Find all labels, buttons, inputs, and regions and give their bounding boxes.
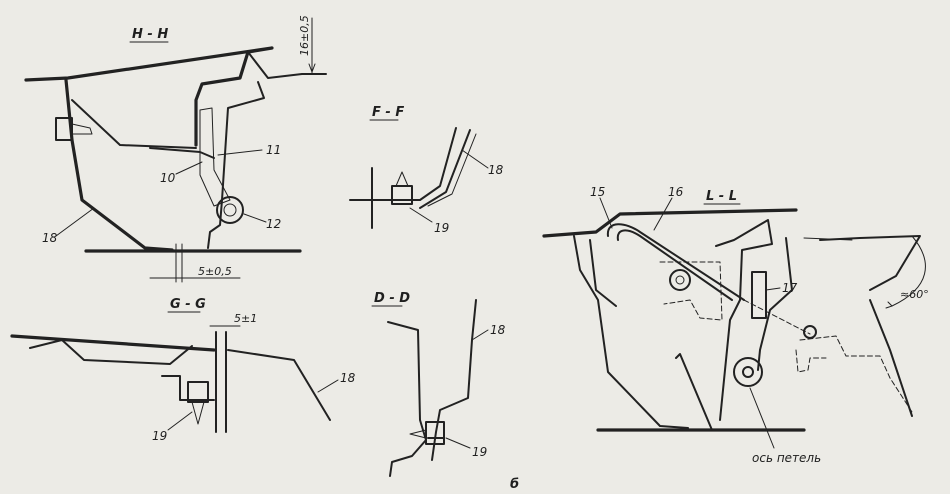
ll-right-panel-lower	[803, 237, 853, 241]
section-h-h: H - H 16±0,5 5±0,5 18 10 11	[24, 15, 327, 283]
dd-callout-18: 18	[490, 323, 506, 337]
hh-reinforcement	[199, 107, 231, 207]
section-d-d: D - D 18 19	[371, 291, 506, 477]
ll-hinge-bracket	[659, 261, 723, 321]
ff-horizontal-plate	[349, 127, 457, 201]
gg-callout-18: 18	[340, 371, 356, 385]
gg-bracket	[161, 375, 215, 401]
ll-link-joint	[803, 325, 817, 339]
hh-bolt-shank	[71, 123, 93, 135]
ll-leader-15	[599, 197, 613, 229]
ll-right-frame	[757, 237, 793, 371]
dd-leader-19	[445, 437, 471, 449]
ll-angle-arrow	[885, 301, 893, 309]
ll-left-wall	[573, 235, 689, 429]
ll-callout-15: 15	[590, 185, 605, 199]
figure-letter: б	[510, 477, 519, 492]
dd-right-profile	[431, 299, 477, 461]
gg-recess	[29, 339, 193, 365]
ll-striker	[751, 271, 767, 319]
gg-leader-19	[167, 411, 193, 431]
hh-left-wall	[64, 78, 174, 252]
hh-hinge-pin-core	[223, 203, 237, 217]
gg-callout-19: 19	[152, 429, 167, 443]
ll-right-panel	[819, 235, 921, 291]
hh-callout-11: 11	[266, 143, 281, 157]
hh-inner-floor	[71, 99, 197, 149]
hh-leader-18	[55, 207, 95, 237]
section-g-g: G - G 5±1 18 19	[10, 297, 356, 443]
hh-callout-18: 18	[42, 231, 58, 245]
ll-hinge-axis	[733, 357, 763, 387]
section-h-h-title: H - H	[132, 27, 168, 42]
hh-outer-panel	[24, 46, 274, 147]
gg-fastener-tip	[191, 401, 205, 425]
section-f-f: F - F 18 19	[349, 105, 504, 235]
ll-center-frame	[715, 219, 773, 421]
gg-dim: 5±1	[234, 312, 257, 325]
ll-hinge-axis-core	[742, 366, 754, 378]
hh-hinge-pin	[216, 196, 244, 224]
ll-top-panel	[542, 208, 798, 238]
hh-leader-10	[175, 161, 203, 175]
ff-outer-panel	[419, 129, 471, 209]
hh-right-step	[207, 81, 265, 249]
section-l-l-title: L - L	[706, 189, 737, 204]
ff-leader-19	[409, 207, 433, 223]
ff-fastener-tip	[395, 171, 409, 187]
dd-callout-19: 19	[472, 445, 487, 459]
section-f-f-title: F - F	[372, 105, 404, 120]
hh-leader-12	[243, 213, 267, 223]
ff-callout-18: 18	[488, 163, 504, 177]
ll-link-rod	[743, 299, 811, 335]
ll-open-door	[799, 335, 913, 413]
ll-open-door-frame	[795, 349, 827, 373]
ll-hinge-arm	[606, 223, 745, 301]
gg-top-panel	[10, 334, 216, 352]
section-l-l: L - L 17 ось петель 15 1	[542, 185, 929, 465]
ll-left-wall-inner	[589, 239, 617, 307]
ll-axis-bracket	[675, 353, 713, 431]
ll-leader-axis	[749, 387, 775, 449]
ll-angle: ≈60°	[900, 288, 929, 301]
gg-fastener	[187, 381, 209, 403]
hh-dim-top-arrow	[308, 63, 316, 73]
dd-leader-18	[471, 329, 489, 341]
hh-callout-12: 12	[266, 217, 281, 231]
ll-callout-17: 17	[782, 281, 798, 295]
gg-right-panel	[227, 349, 331, 421]
ff-callout-19: 19	[434, 221, 449, 235]
ll-hinge-arm-2	[616, 229, 733, 301]
ll-hinge-axis-label: ось петель	[752, 451, 821, 465]
ll-leader-17	[765, 287, 781, 291]
hh-dim-top: 16±0,5	[298, 15, 311, 56]
ll-hinge-pivot-core	[675, 275, 685, 285]
hh-hatched-bar	[149, 147, 215, 159]
ll-hinge-pivot	[669, 269, 691, 291]
hh-upper-step	[247, 51, 327, 79]
hh-callout-10: 10	[160, 171, 176, 185]
section-g-g-title: G - G	[170, 297, 206, 312]
ll-callout-16: 16	[668, 185, 684, 199]
dd-fastener	[425, 421, 445, 445]
gg-leader-18	[317, 379, 339, 393]
ff-leader-18	[461, 149, 489, 169]
section-d-d-title: D - D	[374, 291, 410, 306]
ll-far-right	[869, 299, 913, 417]
dd-left-profile	[387, 321, 427, 477]
dd-fastener-tip	[409, 429, 427, 439]
ll-angle-arc	[891, 235, 926, 307]
hh-leader-11	[217, 149, 263, 156]
hh-bolt-head	[55, 117, 73, 141]
hh-dim-bottom: 5±0,5	[198, 265, 232, 278]
ll-leader-16	[653, 197, 673, 231]
ff-fastener	[391, 185, 413, 205]
